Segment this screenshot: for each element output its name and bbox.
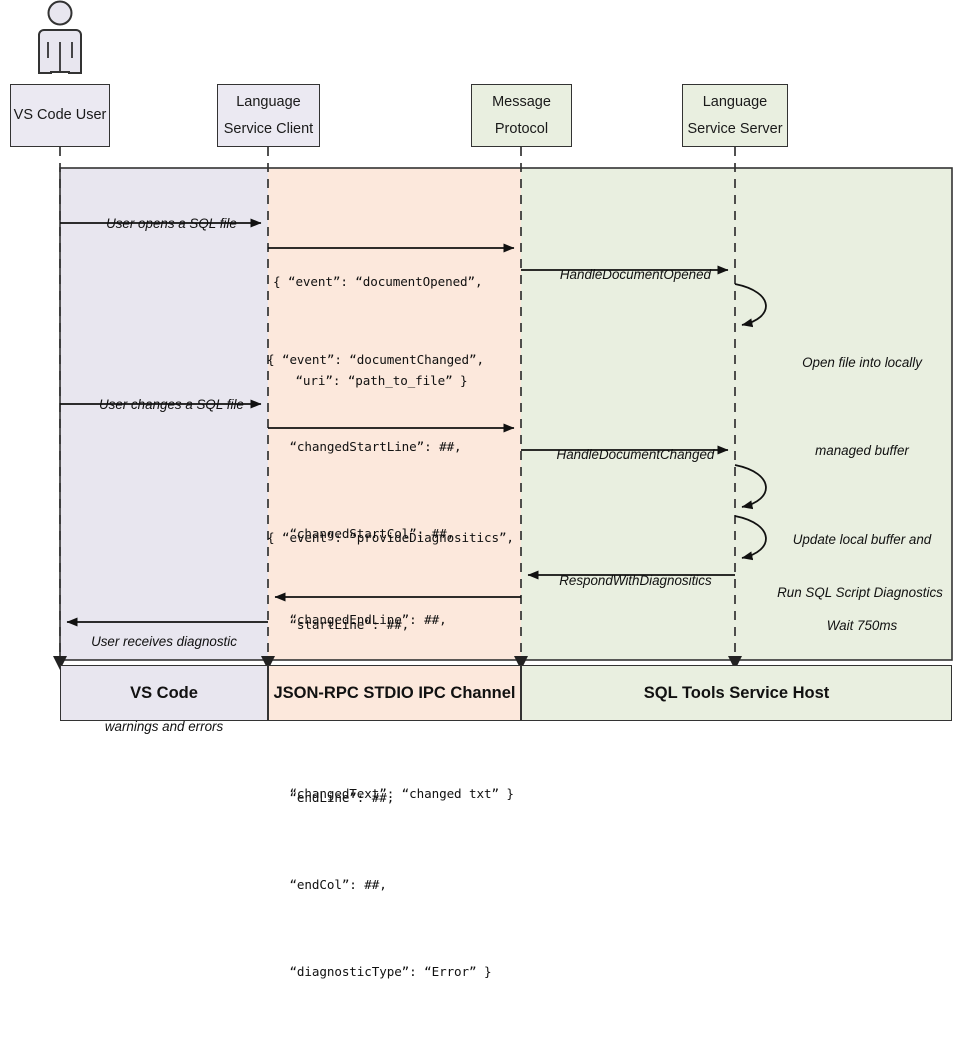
selfloop-run-sql-script-diagnostics [734,515,767,561]
label-update-buffer-wait: Update local buffer and Wait 750ms [792,531,932,634]
selfloop-update-buffer-wait [734,464,767,510]
lifeline-header-vs-code-user[interactable]: VS Code User [10,84,110,147]
label-handle-document-changed: HandleDocumentChanged [556,447,715,462]
lifeline-header-label: VS Code User [13,107,107,124]
label-user-opens-sql-file: User opens a SQL file [106,216,237,231]
zone-footer-vs-code[interactable]: VS Code [60,665,268,721]
actor-figure [38,0,82,74]
selfloop-open-file-into-buffer [734,283,767,328]
lifeline-header-language-service-server[interactable]: Language Service Server [682,84,788,147]
payload-document-opened: { “event”: “documentOpened”, “uri”: “pat… [273,274,483,388]
lifeline-header-label-line-1: Message [492,93,551,110]
label-respond-with-diagnositics: RespondWithDiagnositics [559,573,712,588]
zone-footer-label: JSON-RPC STDIO IPC Channel [273,683,516,702]
lifeline-header-label-line-1: Language [236,93,301,110]
zone-band-service [521,168,952,660]
label-user-changes-sql-file: User changes a SQL file [98,397,244,412]
sequence-diagram: VS Code User Language Service Client Mes… [10,0,953,979]
zone-footer-json-rpc-stdio-ipc-channel[interactable]: JSON-RPC STDIO IPC Channel [268,665,521,721]
zone-footer-label: SQL Tools Service Host [643,683,830,702]
zone-footer-sql-tools-service-host[interactable]: SQL Tools Service Host [521,665,952,721]
lifeline-header-message-protocol[interactable]: Message Protocol [471,84,572,147]
lifeline-header-label-line-1: Language [702,93,768,110]
zone-band-vs-code [60,168,268,660]
label-handle-document-opened: HandleDocumentOpened [559,267,711,282]
label-user-receives-diagnostics: User receives diagnostic warnings and er… [91,634,237,734]
lifeline-header-label-line-2: Protocol [494,120,549,137]
lifeline-header-label-line-2: Service Server [687,120,783,137]
zone-band-ipc [268,168,521,660]
label-open-file-into-buffer: Open file into locally managed buffer [802,354,922,459]
lifeline-header-language-service-client[interactable]: Language Service Client [217,84,320,147]
lifeline-terminators [53,656,742,670]
payload-provide-diagnositics: { “event”: “provideDiagnositics”, “start… [267,529,514,980]
lifeline-header-label-line-2: Service Client [223,120,314,137]
zone-footer-label: VS Code [130,683,198,702]
zone-band-outline [59,167,953,661]
diagram-canvas [38,0,953,670]
